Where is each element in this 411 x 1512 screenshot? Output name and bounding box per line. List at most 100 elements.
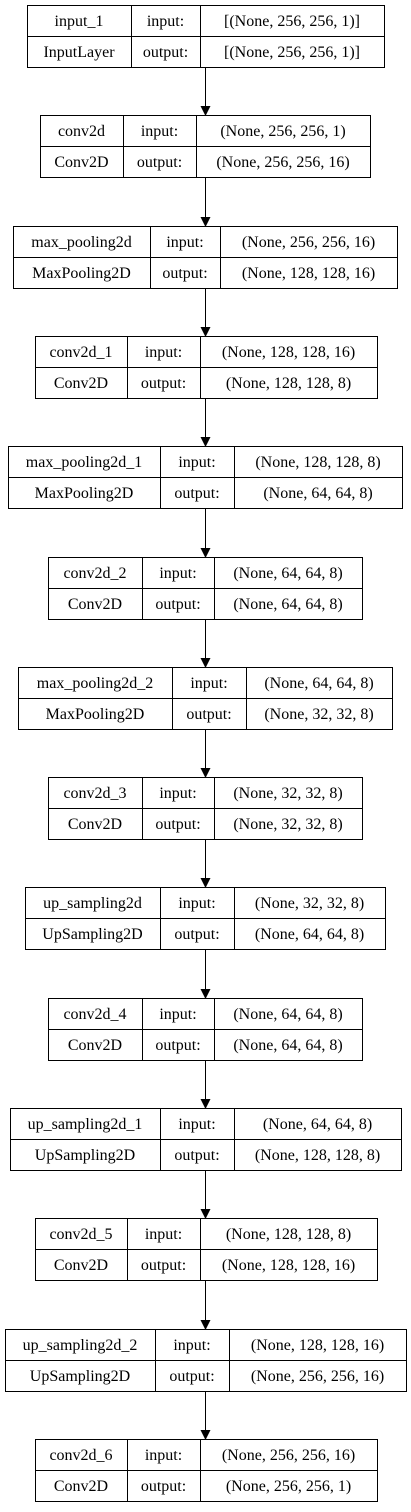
layer-type: Conv2D — [54, 1478, 108, 1495]
output-shape: (None, 256, 256, 16) — [251, 1368, 384, 1385]
input-shape: (None, 64, 64, 8) — [264, 675, 373, 692]
output-label: output: — [174, 485, 219, 502]
layer-name: conv2d_1 — [49, 344, 112, 361]
output-shape: (None, 64, 64, 8) — [233, 596, 342, 613]
output-shape: (None, 32, 32, 8) — [264, 706, 373, 723]
layer-type: MaxPooling2D — [46, 706, 145, 723]
input-shape: (None, 64, 64, 8) — [263, 1116, 372, 1133]
layer-name: conv2d_6 — [49, 1447, 112, 1464]
input-label: input: — [159, 1006, 196, 1023]
layer-name: conv2d_4 — [63, 1006, 126, 1023]
output-shape: (None, 128, 128, 8) — [226, 375, 351, 392]
input-shape: (None, 128, 128, 16) — [251, 1337, 384, 1354]
layer-type: MaxPooling2D — [32, 265, 131, 282]
output-shape: (None, 128, 128, 16) — [242, 265, 375, 282]
input-shape: [(None, 256, 256, 1)] — [224, 13, 360, 30]
input-shape: (None, 64, 64, 8) — [233, 565, 342, 582]
output-shape: (None, 128, 128, 16) — [222, 1257, 355, 1274]
layer-type: Conv2D — [68, 1037, 122, 1054]
input-label: input: — [178, 454, 215, 471]
layer-type: Conv2D — [54, 375, 108, 392]
output-shape: (None, 256, 256, 1) — [226, 1478, 351, 1495]
input-label: input: — [159, 785, 196, 802]
input-label: input: — [190, 675, 227, 692]
input-label: input: — [173, 1337, 210, 1354]
input-label: input: — [178, 895, 215, 912]
layer-name: conv2d_2 — [63, 565, 126, 582]
layer-type: MaxPooling2D — [35, 485, 134, 502]
input-label: input: — [145, 1226, 182, 1243]
layer-type: InputLayer — [43, 44, 115, 61]
output-label: output: — [155, 596, 200, 613]
input-label: input: — [145, 344, 182, 361]
output-shape: [(None, 256, 256, 1)] — [224, 44, 360, 61]
input-shape: (None, 32, 32, 8) — [233, 785, 342, 802]
layer-name: max_pooling2d_1 — [26, 454, 142, 471]
output-label: output: — [137, 154, 182, 171]
input-shape: (None, 256, 256, 16) — [222, 1447, 355, 1464]
output-shape: (None, 64, 64, 8) — [263, 485, 372, 502]
output-shape: (None, 256, 256, 16) — [216, 154, 349, 171]
input-label: input: — [141, 123, 178, 140]
input-shape: (None, 256, 256, 1) — [220, 123, 345, 140]
input-label: input: — [147, 13, 184, 30]
layer-type: UpSampling2D — [42, 926, 142, 943]
layer-type: Conv2D — [54, 1257, 108, 1274]
layer-name: max_pooling2d_2 — [37, 675, 153, 692]
layer-name: conv2d_3 — [63, 785, 126, 802]
input-shape: (None, 256, 256, 16) — [242, 234, 375, 251]
input-label: input: — [166, 234, 203, 251]
output-label: output: — [155, 816, 200, 833]
output-label: output: — [141, 375, 186, 392]
layer-name: up_sampling2d_2 — [23, 1337, 138, 1354]
input-shape: (None, 128, 128, 16) — [222, 344, 355, 361]
layer-name: max_pooling2d — [31, 234, 131, 251]
output-label: output: — [186, 706, 231, 723]
layer-name: conv2d — [58, 123, 105, 140]
layer-type: Conv2D — [68, 596, 122, 613]
output-shape: (None, 128, 128, 8) — [255, 1147, 380, 1164]
layer-type: Conv2D — [68, 816, 122, 833]
output-shape: (None, 64, 64, 8) — [233, 1037, 342, 1054]
input-label: input: — [145, 1447, 182, 1464]
input-label: input: — [178, 1116, 215, 1133]
output-label: output: — [169, 1368, 214, 1385]
input-shape: (None, 128, 128, 8) — [226, 1226, 351, 1243]
layer-name: conv2d_5 — [49, 1226, 112, 1243]
output-label: output: — [143, 44, 188, 61]
layer-name: up_sampling2d — [43, 895, 142, 912]
layer-type: UpSampling2D — [30, 1368, 130, 1385]
output-shape: (None, 64, 64, 8) — [255, 926, 364, 943]
input-shape: (None, 128, 128, 8) — [255, 454, 380, 471]
layer-name: input_1 — [55, 13, 104, 30]
output-label: output: — [162, 265, 207, 282]
input-shape: (None, 32, 32, 8) — [255, 895, 364, 912]
input-shape: (None, 64, 64, 8) — [233, 1006, 342, 1023]
input-label: input: — [159, 565, 196, 582]
output-label: output: — [174, 1147, 219, 1164]
layer-type: UpSampling2D — [35, 1147, 135, 1164]
layer-type: Conv2D — [54, 154, 108, 171]
layer-name: up_sampling2d_1 — [28, 1116, 143, 1133]
output-label: output: — [141, 1257, 186, 1274]
output-label: output: — [174, 926, 219, 943]
output-shape: (None, 32, 32, 8) — [233, 816, 342, 833]
output-label: output: — [141, 1478, 186, 1495]
output-label: output: — [155, 1037, 200, 1054]
